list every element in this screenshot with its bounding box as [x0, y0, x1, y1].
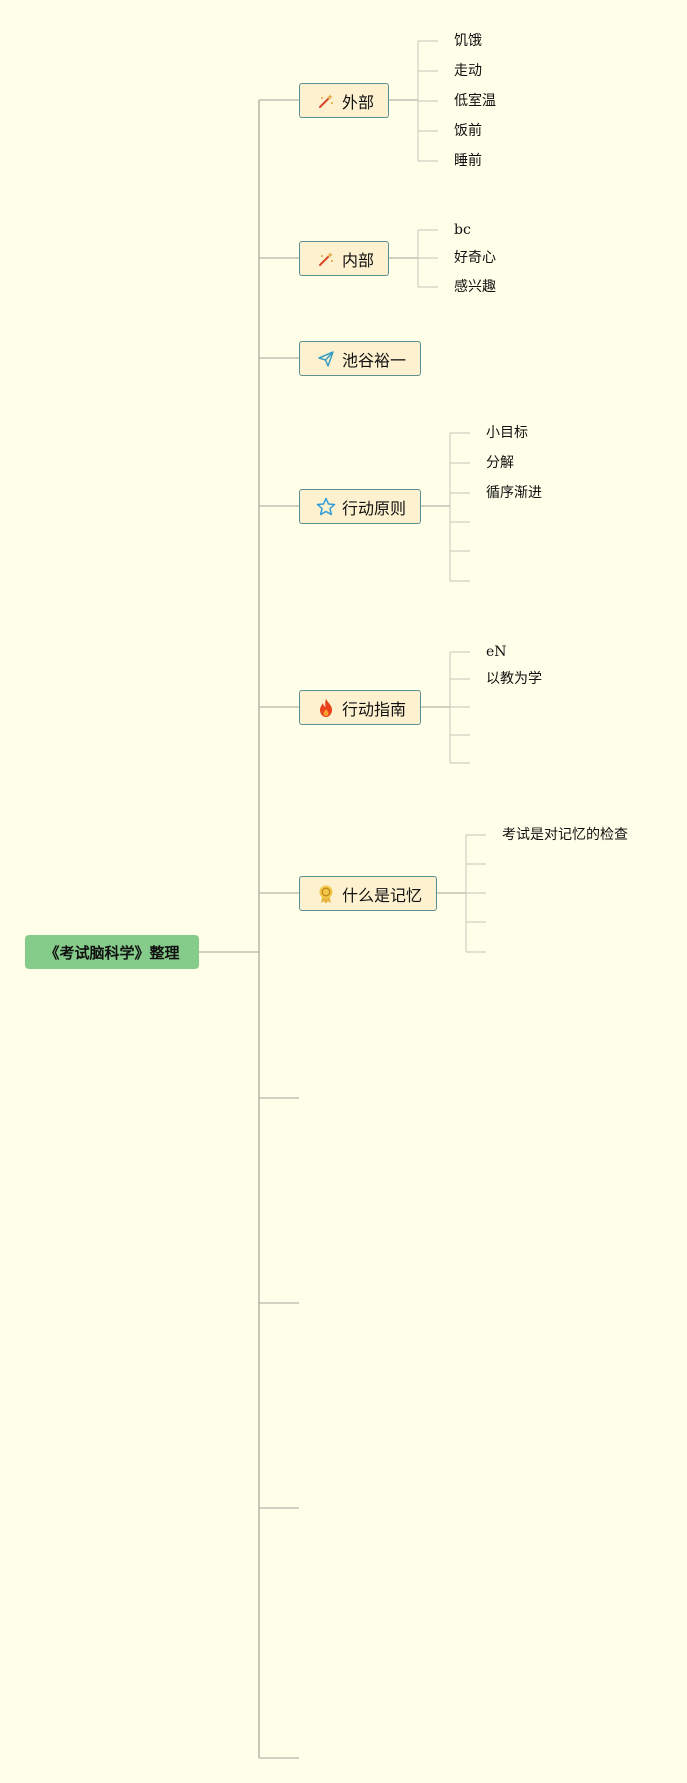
leaf-item[interactable]: 睡前: [454, 153, 482, 169]
topic-xingdong-zhinan[interactable]: 行动指南: [299, 690, 421, 725]
leaf-item[interactable]: 好奇心: [454, 250, 496, 266]
topic-label: 什么是记忆: [342, 885, 423, 905]
leaf-item[interactable]: 饥饿: [454, 33, 482, 49]
leaf-item[interactable]: bc: [454, 222, 471, 238]
topic-shenme-shi-jiyi[interactable]: 什么是记忆: [299, 876, 437, 911]
topic-label: 外部: [342, 92, 375, 112]
flame-icon: [316, 698, 336, 718]
award-ribbon-icon: [316, 884, 336, 904]
topic-neibu[interactable]: 内部: [299, 241, 389, 276]
topic-label: 行动原则: [342, 498, 407, 518]
topic-xingdong-yuanze[interactable]: 行动原则: [299, 489, 421, 524]
topic-chigu-yuyi[interactable]: 池谷裕一: [299, 341, 421, 376]
topic-waibu[interactable]: 外部: [299, 83, 389, 118]
topic-label: 行动指南: [342, 699, 407, 719]
magic-wand-icon: [316, 249, 336, 269]
leaf-item[interactable]: 感兴趣: [454, 279, 496, 295]
leaf-item[interactable]: 考试是对记忆的检查: [502, 827, 628, 843]
leaf-item[interactable]: 以教为学: [486, 671, 542, 687]
leaf-item[interactable]: 小目标: [486, 425, 528, 441]
leaf-item[interactable]: 低室温: [454, 93, 496, 109]
topic-label: 池谷裕一: [342, 350, 407, 370]
leaf-item[interactable]: eN: [486, 644, 507, 660]
leaf-item[interactable]: 分解: [486, 455, 514, 471]
topic-label: 内部: [342, 250, 375, 270]
leaf-item[interactable]: 走动: [454, 63, 482, 79]
leaf-item[interactable]: 循序渐进: [486, 485, 542, 501]
root-topic[interactable]: 《考试脑科学》整理: [25, 935, 199, 969]
star-icon: [316, 497, 336, 517]
leaf-item[interactable]: 饭前: [454, 123, 482, 139]
magic-wand-icon: [316, 91, 336, 111]
paper-plane-icon: [316, 349, 336, 369]
